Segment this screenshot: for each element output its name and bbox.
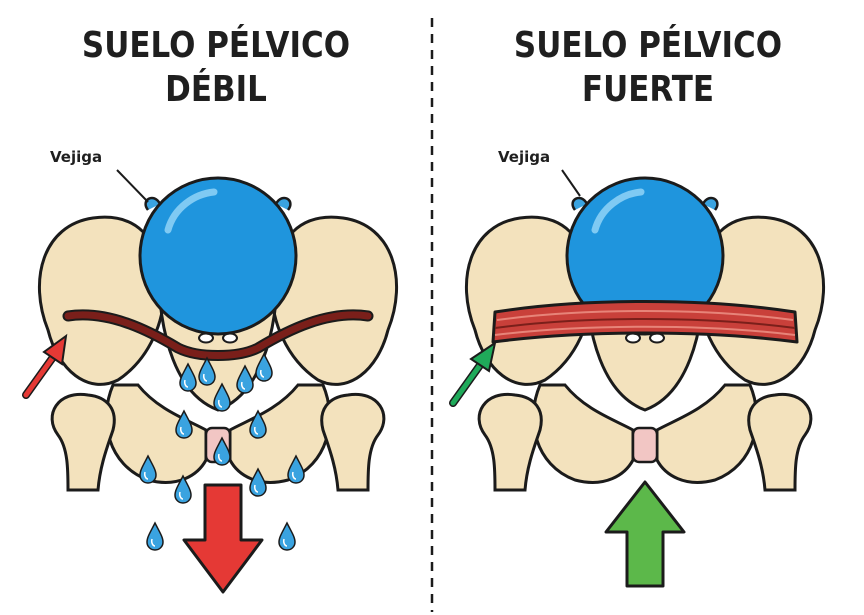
strong-panel-title: SUELO PÉLVICO FUERTE <box>462 24 834 112</box>
big-up-arrow-icon <box>604 480 686 588</box>
strong-bladder-label: Vejiga <box>498 148 551 166</box>
strong-bladder <box>565 176 725 336</box>
drop-icon <box>278 522 296 551</box>
weak-bladder-label: Vejiga <box>50 148 103 166</box>
weak-bladder <box>138 176 298 336</box>
weak-muscle-arrow-icon <box>22 333 68 399</box>
weak-title-line2: DÉBIL <box>165 69 267 110</box>
strong-pelvis <box>464 176 826 492</box>
weak-pelvis <box>37 176 399 492</box>
weak-panel-title: SUELO PÉLVICO DÉBIL <box>30 24 402 112</box>
strong-pelvic-muscle <box>491 300 799 344</box>
big-down-arrow-icon <box>182 483 264 594</box>
strong-title-line2: FUERTE <box>581 69 715 110</box>
drop-icon <box>146 522 164 551</box>
weak-title-line1: SUELO PÉLVICO <box>81 25 351 66</box>
weak-label-pointer <box>116 169 149 203</box>
strong-muscle-arrow-icon <box>449 340 497 407</box>
strong-title-line1: SUELO PÉLVICO <box>513 25 783 66</box>
strong-label-pointer <box>561 169 581 197</box>
